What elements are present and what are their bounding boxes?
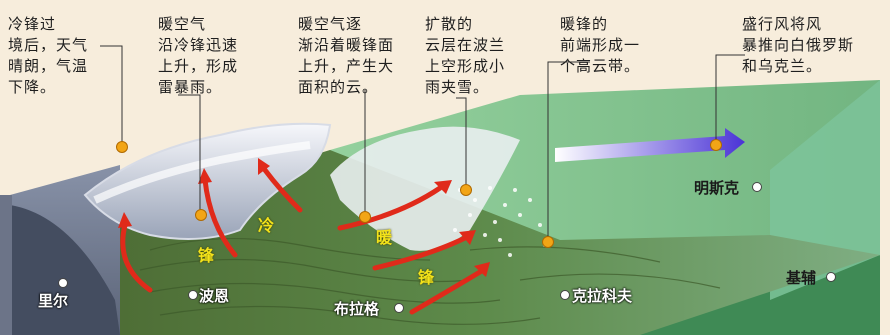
warm-front-label-2: 锋 [418, 268, 435, 287]
city-marker-lille [58, 278, 68, 288]
callout-dot-warm-front-lead [542, 236, 554, 248]
cold-front-arrow-3 [262, 167, 303, 213]
note-warm-air-cold-front: 暖空气 沿冷锋迅速 上升，形成 雷暴雨。 [158, 15, 239, 96]
note-warm-front-lead: 暖锋的 前端形成一 个高云带。 [560, 15, 641, 75]
cold-front-arrow-1 [120, 222, 153, 293]
note-prevailing-wind: 盛行风将风 暴推向白俄罗斯 和乌克兰。 [742, 15, 855, 75]
city-marker-prague [394, 303, 404, 313]
terrain-contours [139, 238, 721, 325]
ground-surface [70, 150, 880, 335]
city-prague: 布拉格 [334, 300, 380, 318]
callout-dot-cold-front-after [116, 141, 128, 153]
callout-dot-cloud-poland [460, 184, 472, 196]
warm-front-label-1: 暖 [376, 228, 393, 247]
cold-front-label-2: 锋 [198, 246, 215, 265]
city-marker-krakow [560, 290, 570, 300]
warm-front-arrow-2 [372, 235, 468, 271]
cold-front-label-1: 冷 [258, 216, 275, 235]
city-marker-kiev [826, 272, 836, 282]
rising-air-arrows [120, 167, 483, 315]
cold-air-curve [10, 205, 120, 335]
city-krakow: 克拉科夫 [572, 287, 633, 305]
warm-front-arrow-3 [409, 269, 483, 315]
note-warm-front-cloud: 暖空气逐 渐沿着暖锋面 上升，产生大 面积的云。 [298, 15, 395, 96]
city-minsk: 明斯克 [694, 179, 740, 197]
prevailing-wind-arrow [555, 128, 745, 162]
city-marker-minsk [752, 182, 762, 192]
city-marker-bonn [188, 290, 198, 300]
callout-dot-warm-air-cold-front [195, 209, 207, 221]
city-kiev: 基辅 [786, 269, 817, 287]
note-cloud-poland: 扩散的 云层在波兰 上空形成小 雨夹雪。 [425, 15, 506, 96]
cold-front-arrow-2 [202, 177, 238, 258]
note-cold-front-after: 冷锋过 境后，天气 晴朗，气温 下降。 [8, 15, 89, 96]
callout-dot-warm-front-cloud [359, 211, 371, 223]
callout-leaders [100, 45, 745, 242]
callout-dot-wind [710, 139, 722, 151]
warm-front-arrow-1 [337, 185, 443, 231]
city-bonn: 波恩 [199, 287, 230, 305]
city-lille: 里尔 [38, 292, 69, 310]
rising-air-arrowheads [118, 158, 490, 277]
